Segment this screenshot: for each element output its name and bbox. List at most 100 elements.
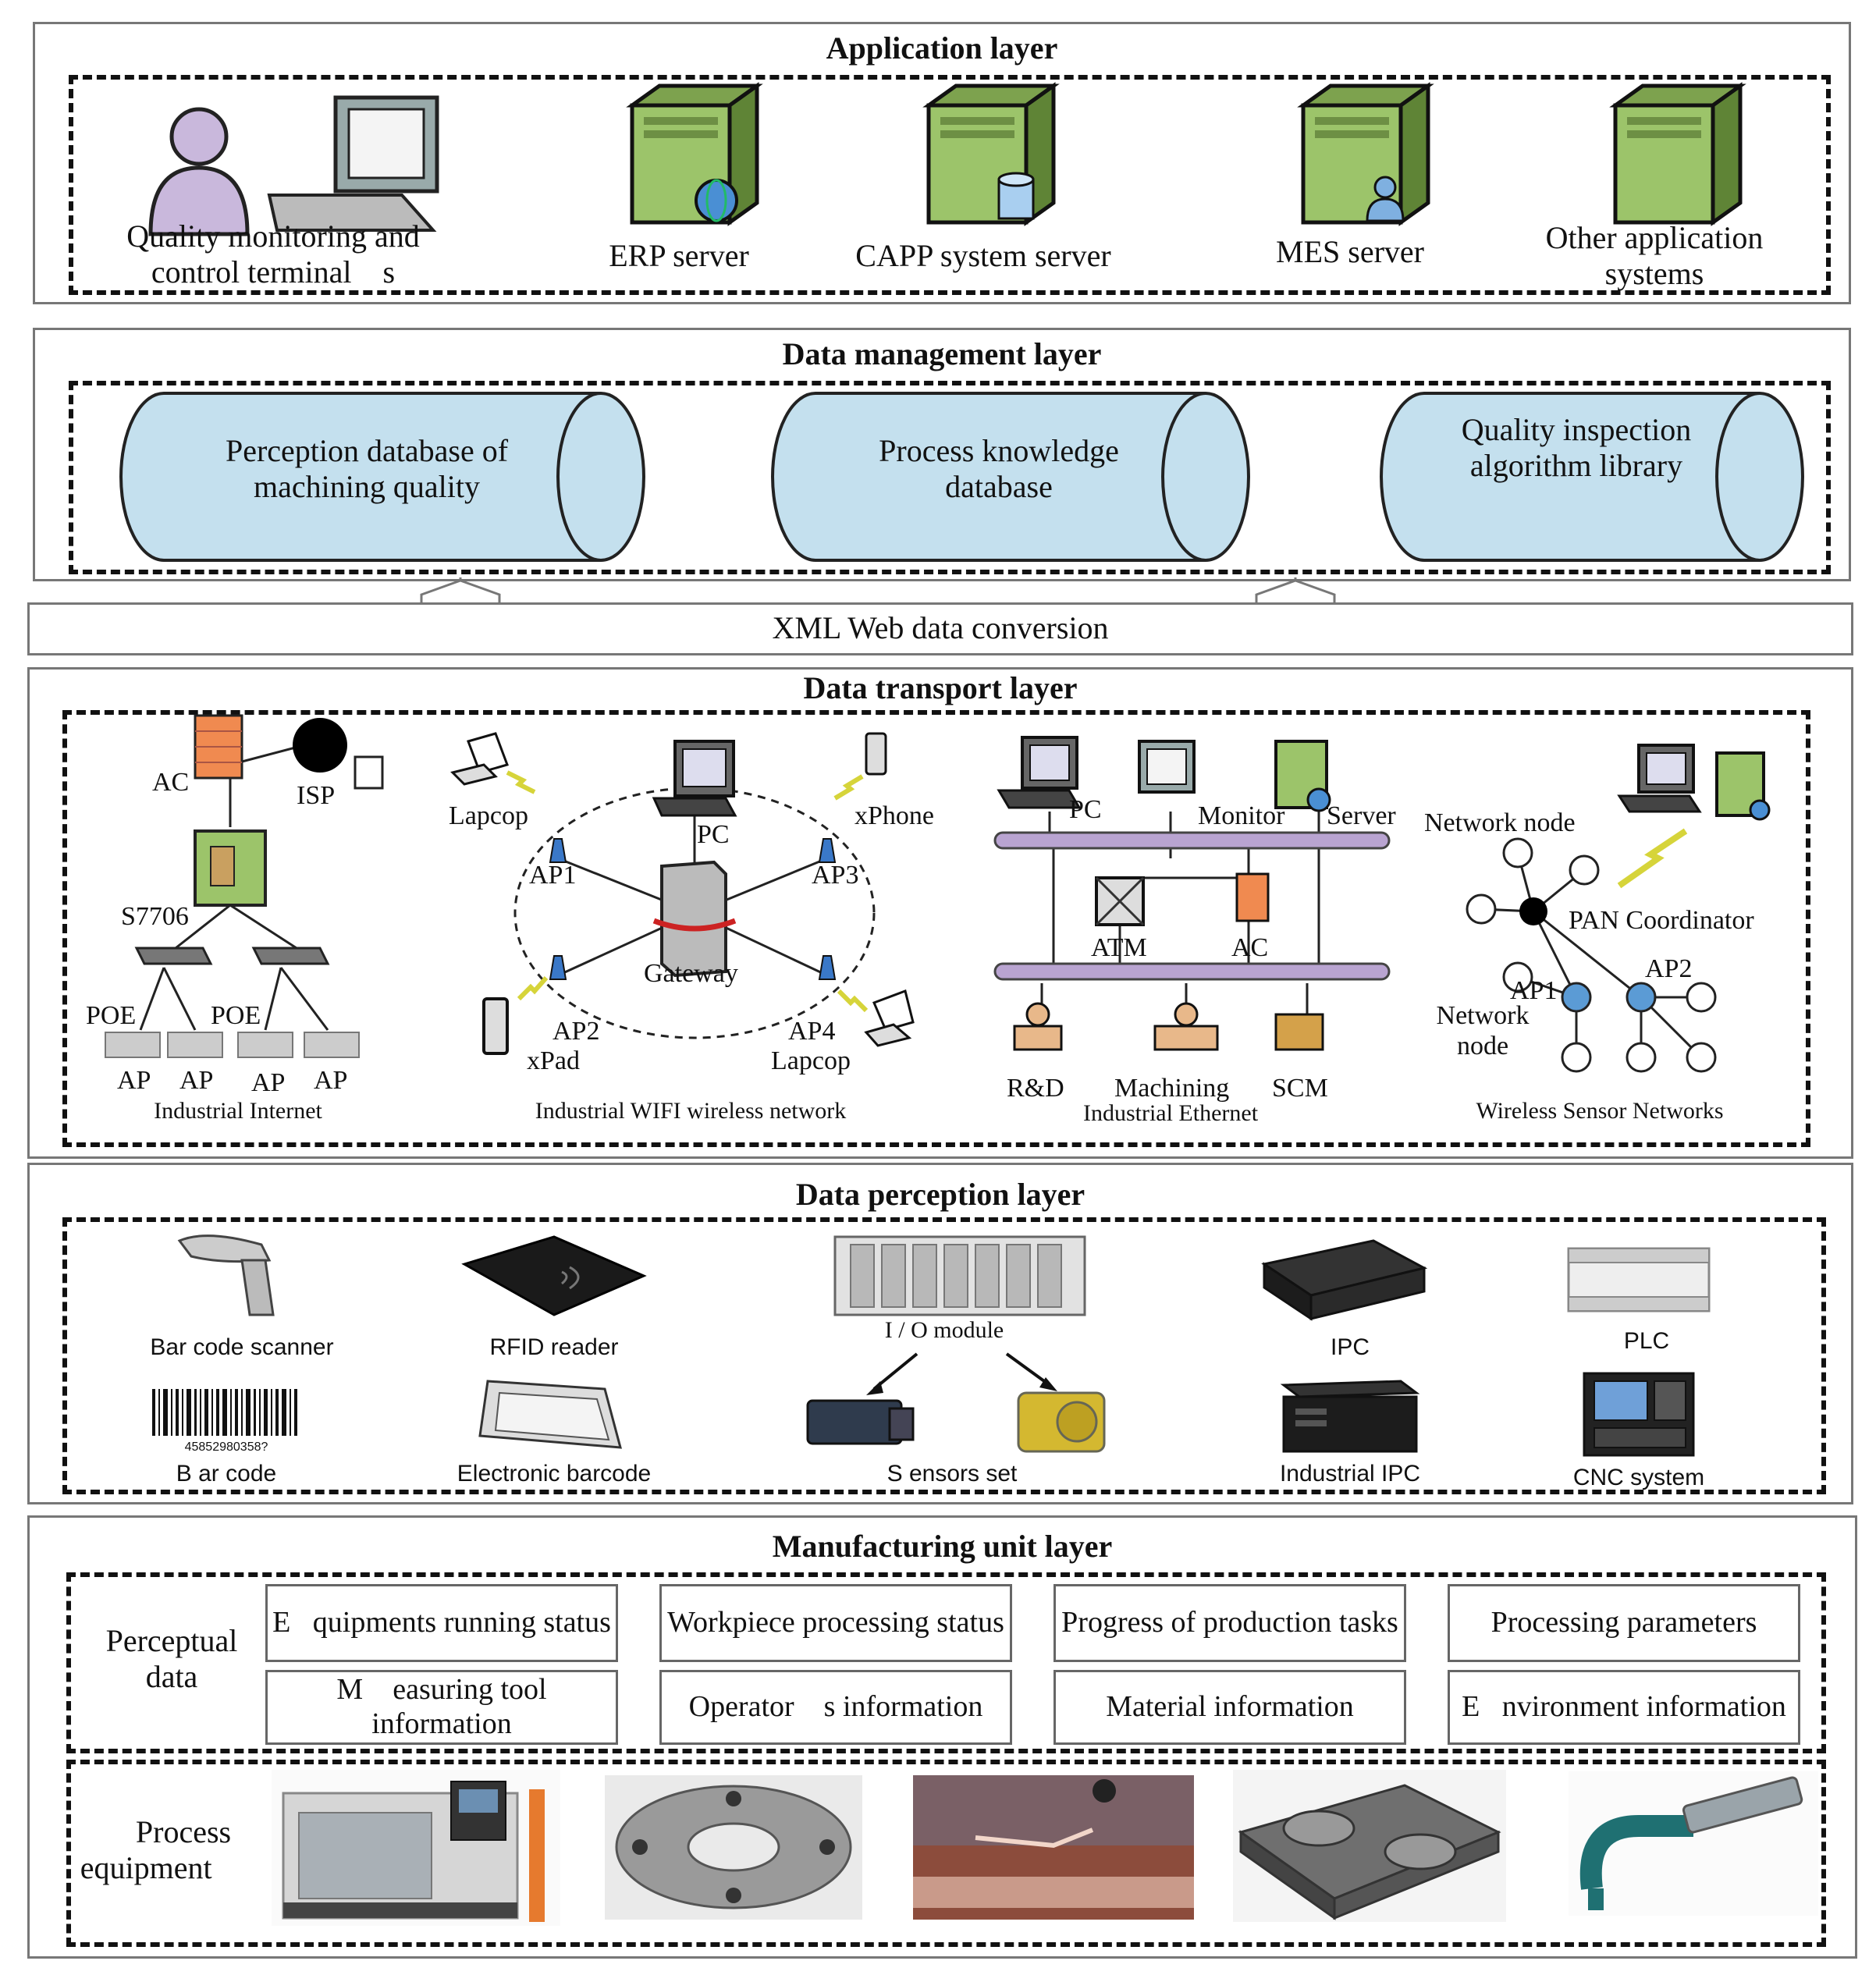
firewall-icon (194, 714, 243, 780)
data-transport-dashed-group (62, 710, 1810, 1147)
perceptual-box-production-progress: Progress of production tasks (1053, 1584, 1406, 1662)
barcode-icon: 45852980358? (152, 1389, 297, 1454)
wifi-laptop1-label: Lapcop (449, 801, 528, 830)
ethernet-rd-label: R&D (1007, 1074, 1064, 1103)
poe-label-2: POE (211, 1001, 261, 1030)
other-systems-label: Other application systems (1545, 220, 1764, 291)
micrometer-photo (1569, 1771, 1818, 1916)
data-perception-dashed-group (62, 1217, 1826, 1494)
wsn-network-node-label-2: Network node (1436, 1001, 1530, 1061)
perceptual-box-text: E nvironment information (1462, 1690, 1786, 1724)
ethernet-monitor-label: Monitor (1198, 801, 1285, 830)
terminal-label: Quality monitoring and control terminal … (126, 218, 420, 290)
industrial-ipc-icon (1280, 1380, 1420, 1453)
industrial-ipc-label: Industrial IPC (1279, 1461, 1421, 1487)
perception-database-label: Perception database of machining quality (225, 433, 509, 504)
plc-label: PLC (1623, 1328, 1670, 1354)
ethernet-ac-label: AC (1231, 933, 1269, 962)
perceptual-box-text: Material information (1106, 1690, 1354, 1724)
poe-label-1: POE (86, 1001, 137, 1030)
quality-algorithm-label: Quality inspection algorithm library (1461, 412, 1692, 483)
s7706-label: S7706 (121, 902, 189, 931)
camera-sensor-icon (806, 1399, 915, 1445)
industrial-internet-diagram (105, 714, 384, 1058)
ac-label: AC (152, 768, 190, 797)
ethernet-scm-label: SCM (1272, 1074, 1328, 1103)
data-perception-title: Data perception layer (795, 1177, 1085, 1212)
perceptual-box-text: Operator s information (688, 1690, 983, 1724)
wsn-network-node-label-1: Network node (1424, 808, 1576, 837)
application-dashed-group (69, 75, 1831, 295)
data-management-dashed-group (69, 381, 1831, 574)
server-icon (1609, 82, 1746, 226)
data-management-title: Data management layer (782, 336, 1102, 371)
sensors-set-label: S ensors set (886, 1461, 1018, 1487)
proximity-sensor-icon (1017, 1391, 1106, 1453)
electronic-barcode-label: Electronic barcode (457, 1461, 652, 1487)
ethernet-server-label: Server (1327, 801, 1396, 830)
industrial-internet-caption: Industrial Internet (154, 1098, 322, 1124)
data-transport-title: Data transport layer (803, 670, 1078, 705)
perceptual-box-equipment-status: E quipments running status (265, 1584, 618, 1662)
ethernet-atm-label: ATM (1091, 933, 1147, 962)
perceptual-box-processing-parameters: Processing parameters (1448, 1584, 1800, 1662)
manufacturing-unit-title: Manufacturing unit layer (772, 1529, 1113, 1564)
wifi-ap2-label: AP2 (552, 1017, 600, 1046)
xml-conversion-label: XML Web data conversion (772, 610, 1109, 645)
io-module-icon (833, 1235, 1086, 1316)
ap-label-1: AP (117, 1066, 151, 1095)
flange-workpiece-photo (605, 1775, 862, 1920)
sensors-set-icon (806, 1352, 1106, 1453)
electronic-barcode-icon (478, 1380, 622, 1449)
wifi-laptop2-label: Lapcop (771, 1046, 851, 1075)
perceptual-box-text: Processing parameters (1490, 1606, 1757, 1639)
wifi-ap3-label: AP3 (812, 861, 859, 890)
xml-conversion-bar (27, 602, 1853, 655)
io-module-label: I / O module (884, 1317, 1004, 1343)
perceptual-data-dashed-group (66, 1572, 1826, 1753)
server-user-icon (1297, 82, 1434, 226)
perceptual-box-measuring-tool: M easuring tool information (265, 1670, 618, 1745)
perceptual-box-material: Material information (1053, 1670, 1406, 1745)
process-equipment-label: Process equipment s (80, 1814, 287, 1885)
cutting-process-photo (913, 1775, 1194, 1920)
erp-label: ERP server (609, 238, 749, 273)
rfid-reader-icon (461, 1235, 647, 1316)
database-cylinder-3 (1380, 392, 1804, 562)
process-knowledge-label: Process knowledge database (879, 433, 1119, 504)
perceptual-box-text: Progress of production tasks (1061, 1606, 1398, 1639)
perceptual-box-environment: E nvironment information (1448, 1670, 1800, 1745)
ethernet-diagram (993, 736, 1391, 1051)
fixture-photo (1233, 1770, 1506, 1922)
mes-label: MES server (1276, 234, 1424, 269)
perceptual-box-workpiece-status: Workpiece processing status (659, 1584, 1012, 1662)
industrial-wifi-caption: Industrial WIFI wireless network (535, 1098, 847, 1124)
wifi-ap1-label: AP1 (529, 861, 577, 890)
ap-label-4: AP (314, 1066, 348, 1095)
perceptual-box-text: E quipments running status (272, 1606, 611, 1639)
ipc-label: IPC (1330, 1334, 1370, 1360)
plc-icon (1567, 1247, 1711, 1313)
ap-label-3: AP (251, 1068, 286, 1097)
server-database-icon (922, 82, 1060, 226)
barcode-label: B ar code (176, 1461, 277, 1487)
industrial-ethernet-caption: Industrial Ethernet (1082, 1100, 1259, 1126)
process-equipment-dashed-group (66, 1760, 1826, 1947)
wsn-pan-label: PAN Coordinator (1569, 906, 1754, 935)
isp-label: ISP (297, 781, 336, 810)
switch-server-icon (194, 829, 267, 907)
cnc-system-icon (1583, 1372, 1695, 1457)
wifi-pad-label: xPad (527, 1046, 580, 1075)
wifi-ap4-label: AP4 (788, 1017, 836, 1046)
capp-label: CAPP system server (855, 238, 1111, 273)
wsn-ap2-label: AP2 (1645, 954, 1693, 983)
wsn-caption: Wireless Sensor Networks (1476, 1098, 1724, 1124)
wsn-diagram (1466, 744, 1771, 1073)
machining-center-photo (272, 1770, 560, 1926)
database-cylinder-1 (119, 392, 645, 562)
wifi-network-diagram (450, 732, 915, 1055)
perceptual-data-label: Perceptual data (105, 1623, 238, 1694)
wsn-ap1-label: AP1 (1510, 976, 1558, 1005)
user-terminal-icon (148, 95, 439, 236)
ap-label-2: AP (179, 1066, 214, 1095)
